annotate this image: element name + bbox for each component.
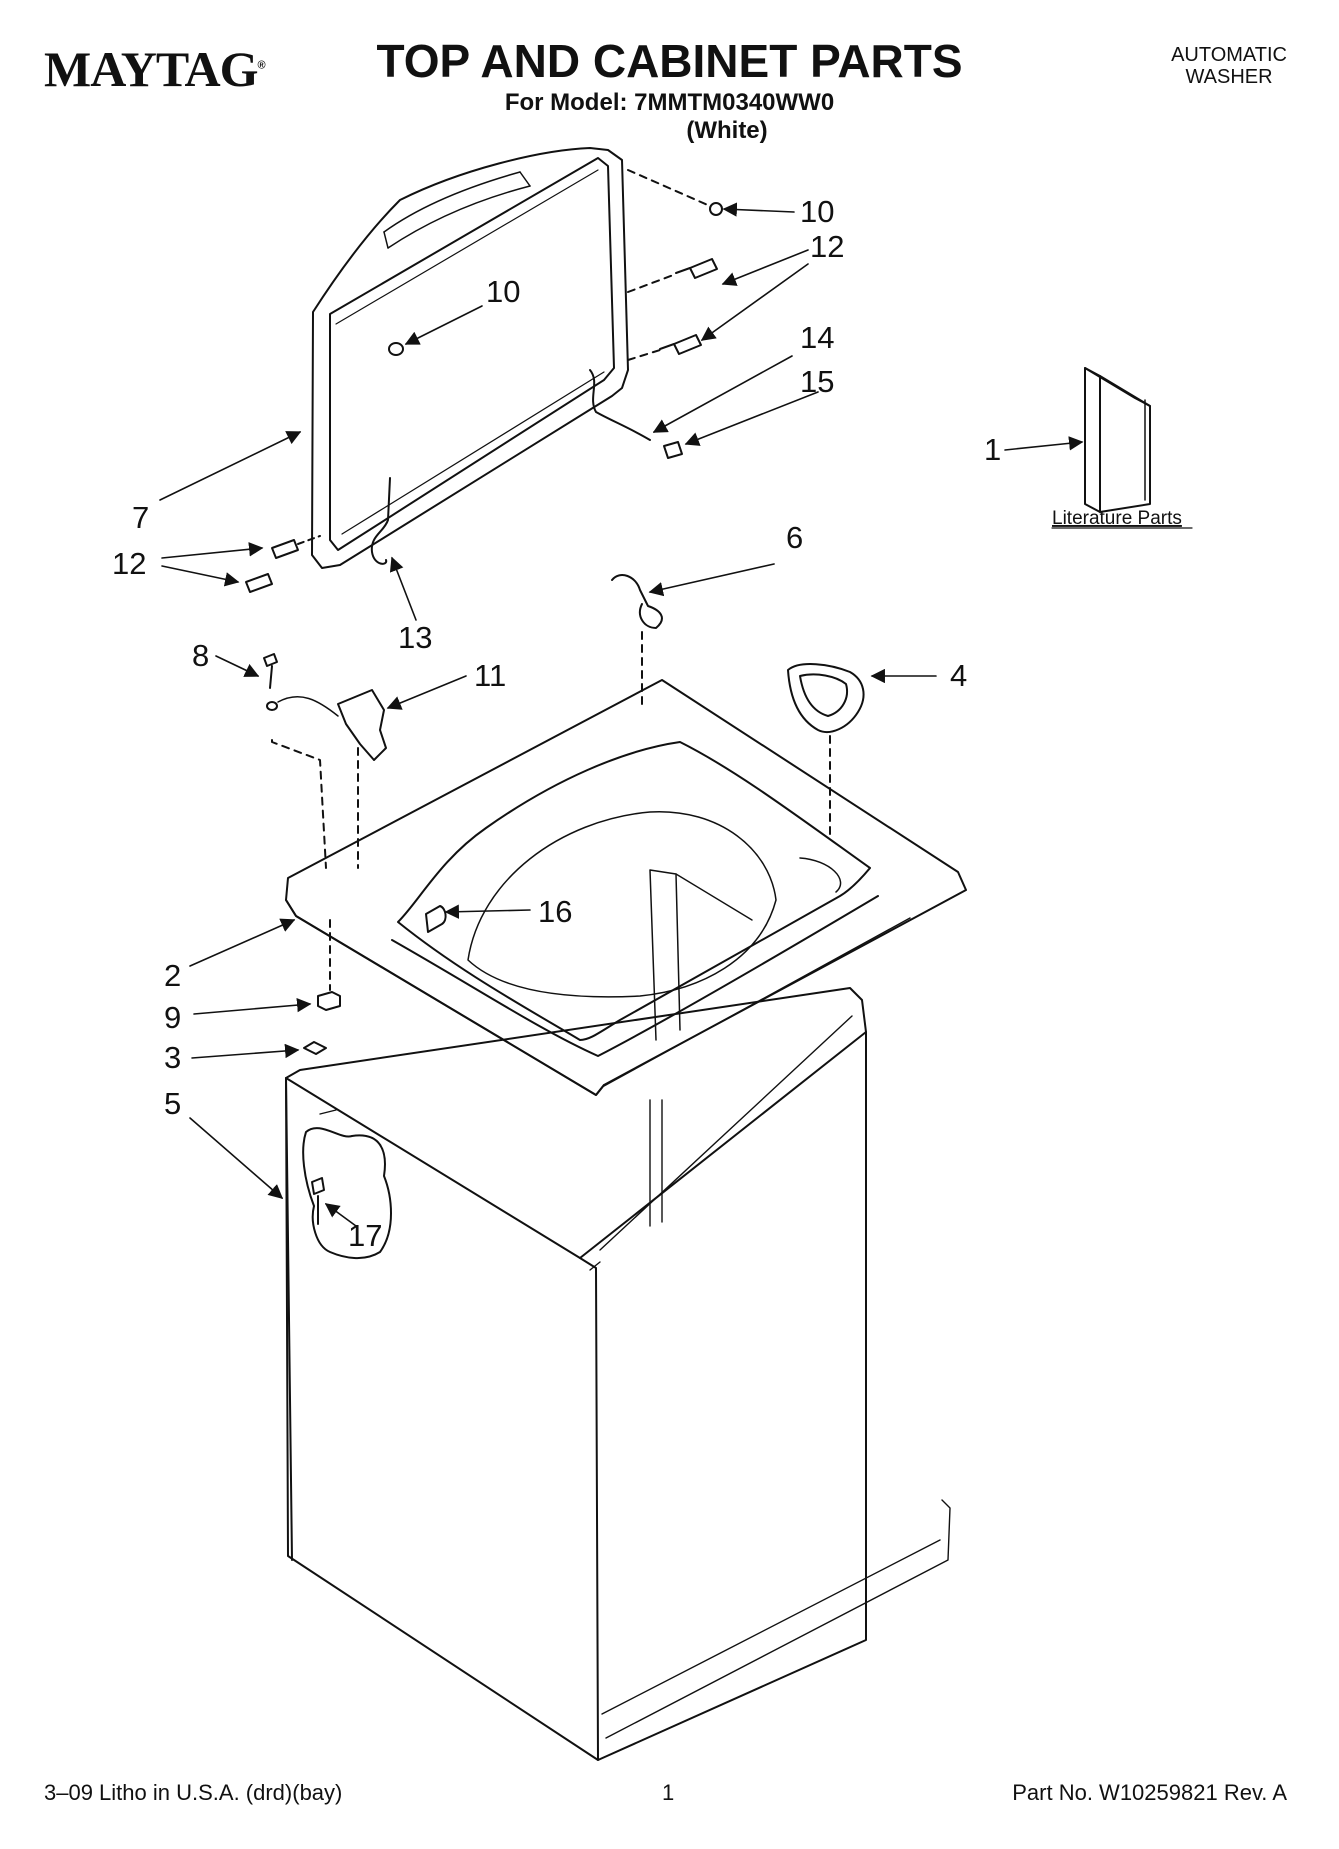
screw-17 [311, 1177, 325, 1225]
footer-litho: 3–09 Litho in U.S.A. (drd)(bay) [44, 1780, 343, 1805]
callout-12-right: 12 [810, 229, 844, 264]
callout-16: 16 [538, 894, 572, 929]
callout-8: 8 [192, 638, 209, 673]
lid-switch [337, 689, 387, 761]
lid-bumper-left [388, 342, 404, 356]
bleach-dispenser [787, 663, 865, 841]
callout-1: 1 [984, 432, 1001, 467]
callout-6: 6 [786, 520, 803, 555]
model-number: For Model: 7MMTM0340WW0 [504, 89, 835, 116]
literature-parts-label: Literature Parts [1052, 508, 1182, 529]
cabinet [285, 987, 951, 1761]
callout-3: 3 [164, 1040, 181, 1075]
footer-page-number: 1 [662, 1780, 675, 1805]
callout-10-left: 10 [486, 274, 520, 309]
lid-rod [370, 477, 391, 565]
clip-3 [303, 1041, 327, 1055]
lid-actuator-wire [589, 369, 651, 441]
hinge-screws-right [627, 258, 718, 361]
lid-bumper-right [709, 202, 723, 216]
nut-9 [317, 991, 341, 1011]
callout-9: 9 [164, 1000, 181, 1035]
model-color: (White) [686, 117, 768, 144]
product-type-line2: WASHER [1185, 66, 1273, 88]
callout-10-right: 10 [800, 194, 834, 229]
callout-2: 2 [164, 958, 181, 993]
callout-11: 11 [474, 658, 506, 693]
page-title: TOP AND CABINET PARTS [376, 35, 963, 87]
wire-tie [611, 574, 663, 629]
washer [266, 701, 278, 711]
hinge-screws-left [245, 535, 321, 593]
product-type-line1: AUTOMATIC [1171, 44, 1287, 66]
brand-name: MAYTAG [44, 41, 258, 97]
cabinet-cutout [302, 1127, 392, 1259]
callout-14: 14 [800, 320, 834, 355]
callout-15: 15 [800, 364, 834, 399]
lid-assembly [311, 147, 629, 569]
actuator-clip [663, 441, 683, 459]
callout-4: 4 [950, 658, 967, 693]
brand-logo: MAYTAG® [44, 40, 266, 98]
callout-7: 7 [132, 500, 149, 535]
top-panel [285, 679, 967, 1096]
footer-part-number: Part No. W10259821 Rev. A [1012, 1780, 1287, 1805]
screw-8 [263, 653, 278, 689]
leader-lines [159, 202, 1084, 1227]
registered-mark: ® [257, 59, 265, 72]
inlet-connector [425, 905, 447, 933]
callout-12-left: 12 [112, 546, 146, 581]
callout-17: 17 [348, 1218, 382, 1253]
literature-booklet [1051, 367, 1193, 529]
callout-5: 5 [164, 1086, 181, 1121]
product-type: AUTOMATIC WASHER [1171, 44, 1287, 88]
callout-13: 13 [398, 620, 432, 655]
